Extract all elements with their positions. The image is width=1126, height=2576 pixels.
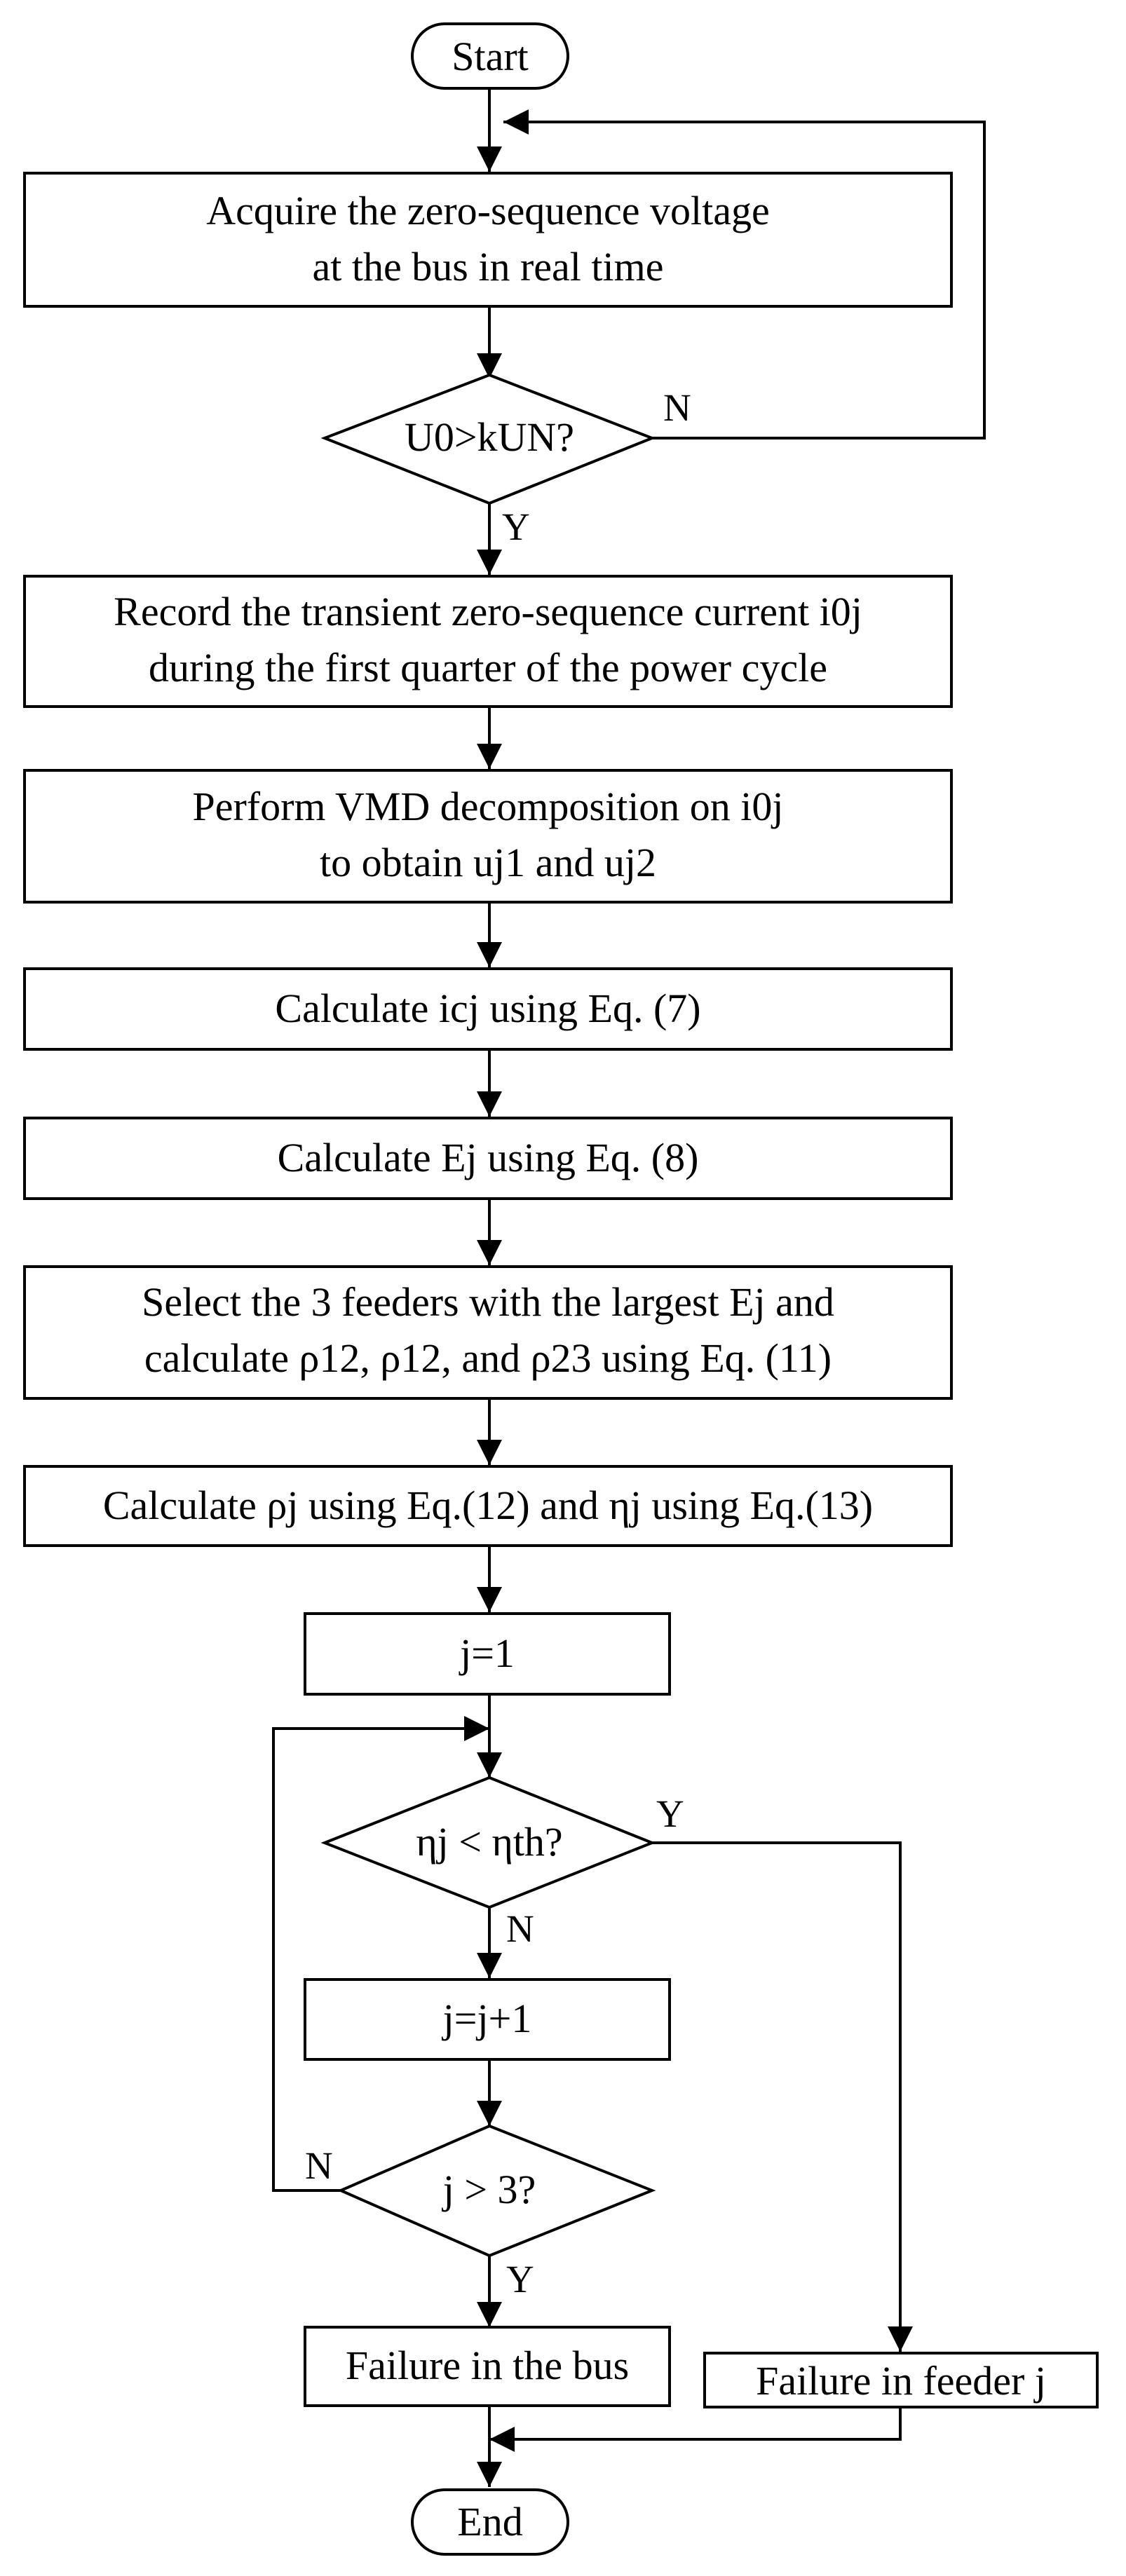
select-line-2: calculate ρ12, ρ12, and ρ23 using Eq. (1… — [144, 1335, 832, 1381]
vmd-line-2: to obtain uj1 and uj2 — [320, 840, 656, 885]
record-line-1: Record the transient zero-sequence curre… — [114, 589, 862, 634]
vmd-line-1: Perform VMD decomposition on i0j — [192, 784, 783, 829]
edge-condj-no-loop — [272, 1716, 489, 2192]
voltage-threshold-decision: U0>kUN? — [320, 373, 656, 505]
init-j-label: j=1 — [459, 1630, 515, 1676]
connectors — [272, 88, 986, 2487]
increment-j-label: j=j+1 — [442, 1996, 532, 2041]
calc-rho-eta-box: Calculate ρj using Eq.(12) and ηj using … — [23, 1465, 953, 1547]
increment-j-box: j=j+1 — [304, 1978, 671, 2061]
end-label: End — [457, 2499, 522, 2544]
edge-label-voltage-no: N — [663, 386, 691, 429]
select-feeders-box: Select the 3 feeders with the largest Ej… — [23, 1265, 953, 1400]
edge-label-j-yes: Y — [506, 2258, 534, 2301]
edge-label-j-no: N — [305, 2144, 333, 2187]
calc-ej-box: Calculate Ej using Eq. (8) — [23, 1117, 953, 1200]
record-current-box: Record the transient zero-sequence curre… — [23, 575, 953, 708]
edge-eta-yes-feeder — [652, 1841, 913, 2352]
eta-threshold-decision: ηj < ηth? — [320, 1776, 656, 1909]
eta-condition-label: ηj < ηth? — [416, 1819, 562, 1865]
init-j-box: j=1 — [304, 1612, 671, 1696]
edge-label-eta-yes: Y — [656, 1792, 684, 1835]
calc-icj-box: Calculate icj using Eq. (7) — [23, 967, 953, 1051]
calc-rho-eta-label: Calculate ρj using Eq.(12) and ηj using … — [103, 1483, 873, 1528]
failure-feeder-box: Failure in feeder j — [703, 2352, 1099, 2408]
edge-label-eta-no: N — [506, 1907, 534, 1950]
failure-bus-box: Failure in the bus — [304, 2326, 671, 2407]
vmd-decomposition-box: Perform VMD decomposition on i0j to obta… — [23, 769, 953, 904]
acquire-line-1: Acquire the zero-sequence voltage — [206, 188, 770, 233]
edge-cond-no-loop — [503, 109, 986, 439]
acquire-voltage-box: Acquire the zero-sequence voltage at the… — [23, 172, 953, 308]
calc-icj-label: Calculate icj using Eq. (7) — [275, 986, 700, 1031]
failure-bus-label: Failure in the bus — [346, 2343, 629, 2388]
end-node: End — [411, 2488, 569, 2556]
start-node: Start — [411, 22, 569, 90]
j-condition-label: j > 3? — [442, 2167, 536, 2212]
edge-feeder-end — [489, 2407, 902, 2452]
record-line-2: during the first quarter of the power cy… — [149, 645, 827, 690]
j-limit-decision: j > 3? — [337, 2124, 656, 2258]
failure-feeder-label: Failure in feeder j — [756, 2358, 1046, 2404]
calc-ej-label: Calculate Ej using Eq. (8) — [278, 1135, 699, 1180]
select-line-1: Select the 3 feeders with the largest Ej… — [142, 1279, 834, 1325]
acquire-line-2: at the bus in real time — [313, 244, 664, 289]
edge-label-voltage-yes: Y — [502, 505, 530, 548]
voltage-condition-label: U0>kUN? — [405, 414, 574, 460]
start-label: Start — [452, 34, 529, 79]
